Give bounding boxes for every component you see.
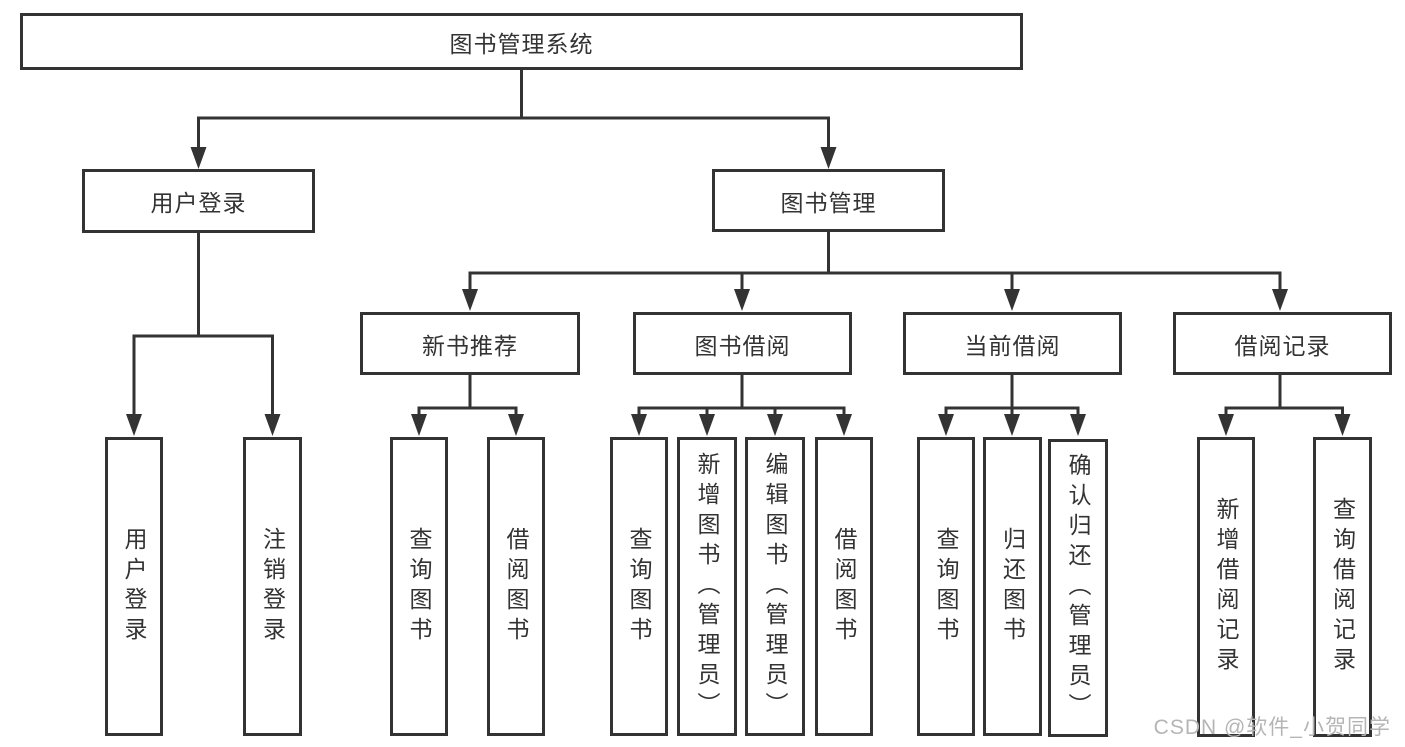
csdn-watermark: CSDN @软件_小贺同学 xyxy=(1153,716,1391,739)
node-label: 确认归还（管理员） xyxy=(1065,453,1091,723)
node-label: 新增图书（管理员） xyxy=(694,451,720,722)
node-label: 借阅图书 xyxy=(831,526,857,647)
node-query-books-current: 查询图书 xyxy=(917,437,975,736)
node-edit-books-admin: 编辑图书（管理员） xyxy=(745,437,805,736)
node-borrow-books: 借阅图书 xyxy=(815,437,873,736)
node-label: 查询图书 xyxy=(406,526,432,647)
node-label: 编辑图书（管理员） xyxy=(762,451,788,722)
node-label: 查询借阅记录 xyxy=(1329,497,1356,677)
node-book-borrowing: 图书借阅 xyxy=(633,312,852,375)
node-query-books-recommend: 查询图书 xyxy=(390,437,448,736)
node-label: 借阅图书 xyxy=(503,526,529,647)
node-label: 归还图书 xyxy=(999,526,1026,647)
node-book-management: 图书管理 xyxy=(712,169,945,232)
node-label: 查询图书 xyxy=(626,526,652,647)
node-label: 查询图书 xyxy=(933,526,959,647)
node-label: 注销登录 xyxy=(259,526,286,647)
node-library-management-system: 图书管理系统 xyxy=(20,13,1023,70)
node-user-login-leaf: 用户登录 xyxy=(105,437,163,736)
node-add-borrow-record: 新增借阅记录 xyxy=(1197,437,1255,737)
node-label: 图书管理 xyxy=(780,189,877,216)
node-query-books-borrowing: 查询图书 xyxy=(610,437,668,736)
arrowheads xyxy=(126,147,1351,436)
node-query-borrow-record: 查询借阅记录 xyxy=(1313,437,1372,737)
node-borrow-books-recommend: 借阅图书 xyxy=(487,437,545,736)
node-label: 借阅记录 xyxy=(1234,332,1331,359)
node-label: 当前借阅 xyxy=(964,332,1061,359)
node-new-book-recommendation: 新书推荐 xyxy=(360,312,580,375)
node-label: 图书管理系统 xyxy=(449,30,594,57)
node-label: 新增借阅记录 xyxy=(1213,497,1239,677)
node-add-books-admin: 新增图书（管理员） xyxy=(677,437,737,736)
node-label: 用户登录 xyxy=(150,190,247,216)
node-label: 用户登录 xyxy=(121,526,147,647)
node-current-borrowing: 当前借阅 xyxy=(903,312,1122,375)
node-confirm-return-admin: 确认归还（管理员） xyxy=(1048,439,1108,737)
node-label: 图书借阅 xyxy=(694,332,791,359)
node-borrowing-records: 借阅记录 xyxy=(1173,312,1392,375)
node-logout-leaf: 注销登录 xyxy=(243,437,302,736)
node-label: 新书推荐 xyxy=(422,332,518,359)
node-return-books: 归还图书 xyxy=(983,437,1042,736)
node-user-login: 用户登录 xyxy=(82,169,315,233)
